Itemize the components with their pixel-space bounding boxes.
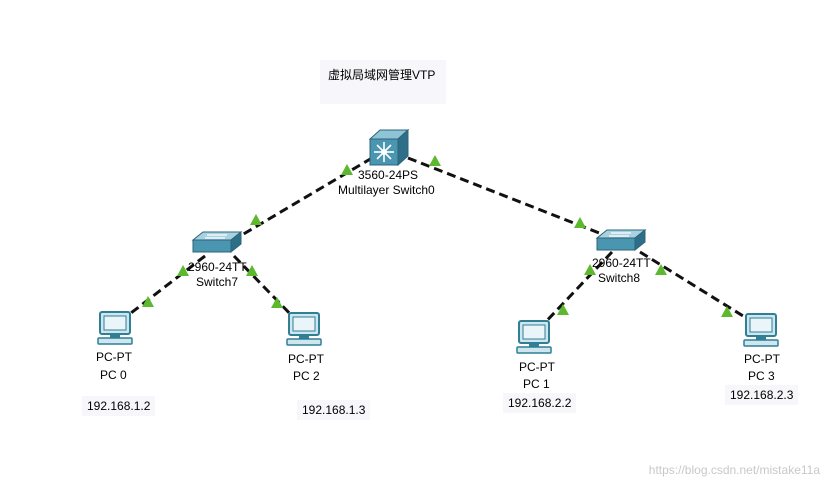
link-core-switch7[interactable]: [229, 156, 373, 244]
link-up-indicator: [429, 155, 441, 166]
pc3-name-label: PC 3: [748, 369, 775, 383]
pc1-ip-text: 192.168.2.2: [508, 396, 572, 410]
switch7-icon[interactable]: [191, 230, 243, 254]
watermark-text: https://blog.csdn.net/mistake11a: [648, 463, 820, 477]
pc2-ip-text: 192.168.1.3: [302, 403, 366, 417]
link-switch8-pc1[interactable]: [536, 250, 614, 332]
link-status-markers: [142, 155, 733, 317]
pc2-name-label: PC 2: [293, 369, 320, 383]
core-name-label: Multilayer Switch0: [338, 183, 435, 197]
link-up-indicator: [246, 265, 258, 276]
pc1-icon[interactable]: [516, 320, 552, 354]
pc0-model-label: PC-PT: [96, 350, 132, 364]
pc3-ip-text: 192.168.2.3: [730, 388, 794, 402]
pc0-ip-note[interactable]: 192.168.1.2: [82, 396, 156, 416]
link-switch8-pc3[interactable]: [639, 250, 757, 326]
link-up-indicator: [271, 297, 283, 308]
link-up-indicator: [250, 214, 262, 225]
pc1-model-label: PC-PT: [519, 360, 555, 374]
link-switch7-pc0[interactable]: [117, 254, 206, 325]
switch7-name-label: Switch7: [196, 275, 239, 289]
pc2-model-label: PC-PT: [288, 352, 324, 366]
link-up-indicator: [584, 264, 596, 275]
link-switch7-pc2[interactable]: [232, 254, 300, 324]
core-model-label: 3560-24PS: [358, 168, 419, 182]
switch8-name-label: Switch8: [598, 271, 641, 285]
switch7-model-label: 2960-24TT: [188, 260, 247, 274]
switch8-model-label: 2960-24TT: [592, 256, 651, 270]
link-up-indicator: [655, 264, 667, 275]
pc1-name-label: PC 1: [523, 377, 550, 391]
multilayer-switch-icon[interactable]: [368, 128, 410, 167]
link-up-indicator: [142, 296, 154, 307]
link-up-indicator: [177, 265, 189, 276]
pc2-ip-note[interactable]: 192.168.1.3: [297, 400, 371, 420]
link-up-indicator: [557, 304, 569, 315]
pc1-ip-note[interactable]: 192.168.2.2: [503, 393, 577, 413]
pc2-icon[interactable]: [286, 312, 322, 346]
pc0-ip-text: 192.168.1.2: [87, 399, 151, 413]
link-up-indicator: [574, 217, 586, 228]
switch8-icon[interactable]: [595, 228, 647, 252]
pc3-ip-note[interactable]: 192.168.2.3: [725, 385, 799, 405]
pc0-icon[interactable]: [97, 311, 133, 345]
title-note[interactable]: 虚拟局域网管理VTP: [320, 60, 446, 104]
link-up-indicator: [341, 164, 353, 175]
pc0-name-label: PC 0: [100, 368, 127, 382]
title-note-text: 虚拟局域网管理VTP: [328, 68, 436, 82]
link-up-indicator: [721, 306, 733, 317]
pc3-model-label: PC-PT: [744, 352, 780, 366]
pc3-icon[interactable]: [743, 313, 779, 347]
